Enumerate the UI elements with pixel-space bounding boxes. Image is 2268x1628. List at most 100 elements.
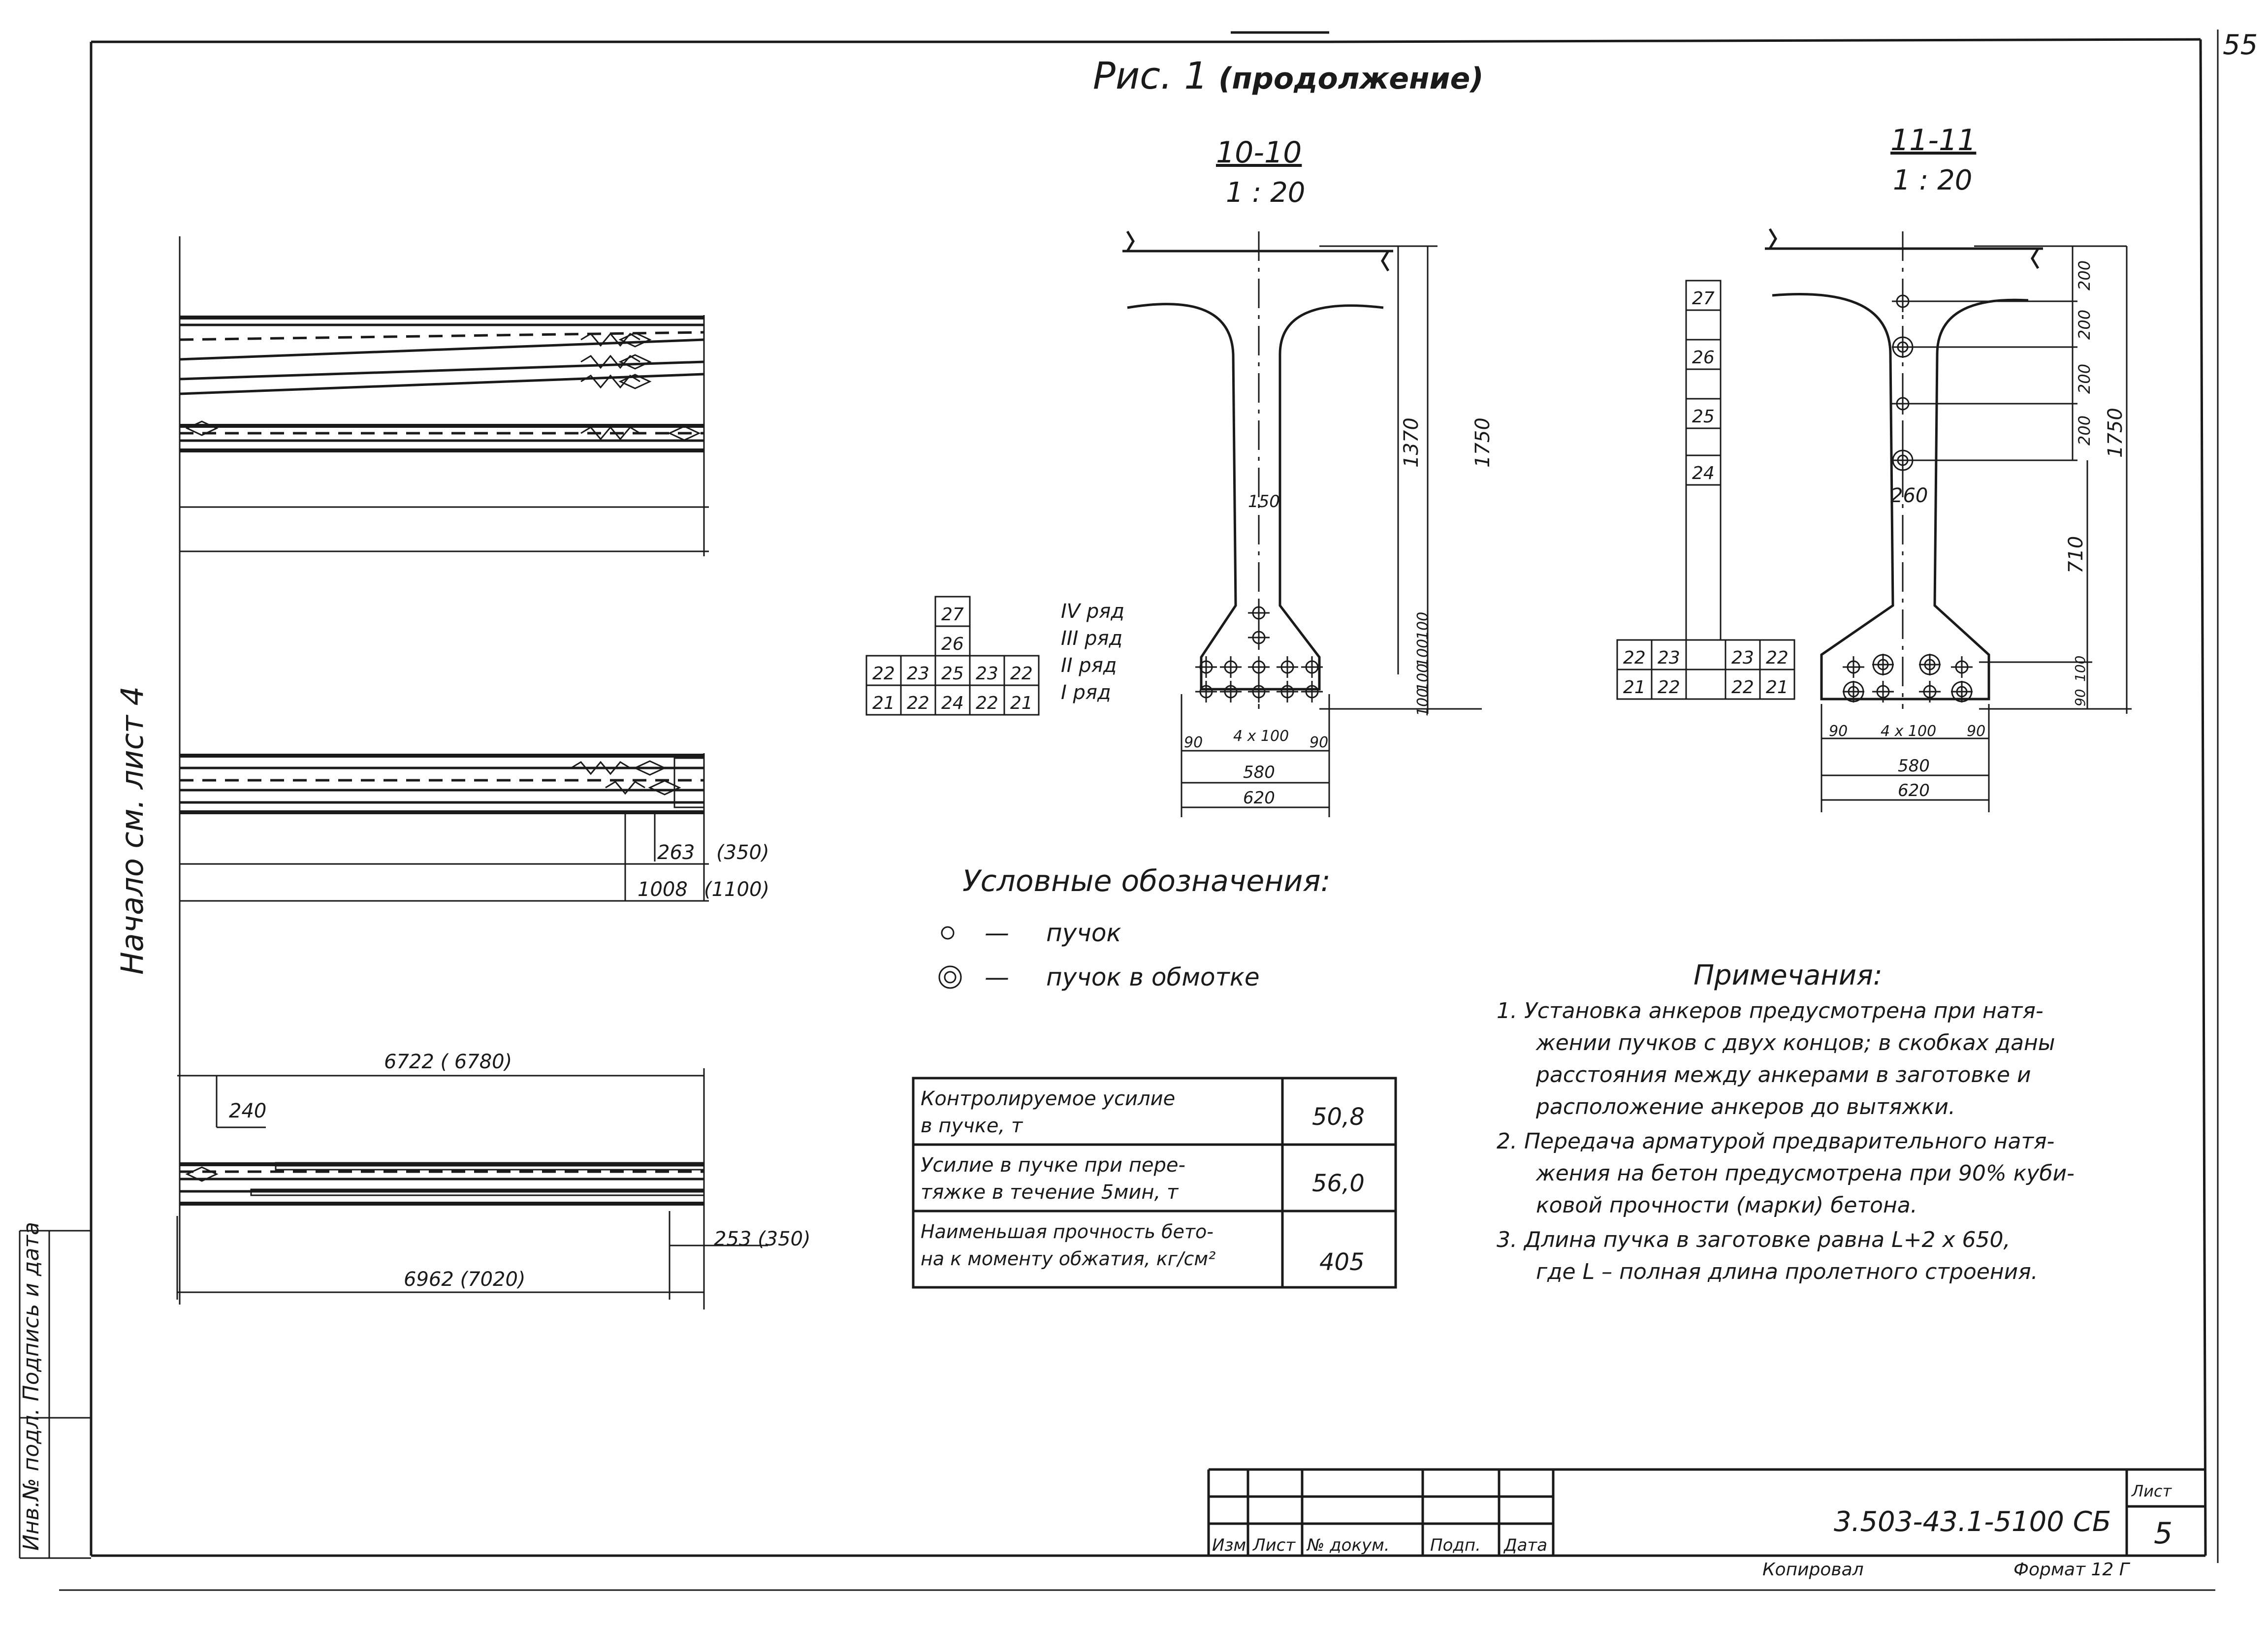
sec-a-side-r: 90 — [1310, 734, 1328, 751]
force-row-1-value: 50,8 — [1312, 1103, 1365, 1131]
elev-mid-dim-1: 263 — [657, 841, 695, 864]
elevation-top — [179, 236, 709, 1305]
force-row-1-label-1: Контролируемое усилие — [921, 1087, 1175, 1110]
wrapped-bundle-marker — [1951, 681, 1973, 702]
grid-b-col-24: 24 — [1692, 463, 1715, 483]
force-row-1-label-2: в пучке, т — [921, 1115, 1023, 1137]
sec-a-side-l: 90 — [1184, 734, 1203, 751]
grid-b-r2-r1: 23 — [1731, 648, 1754, 668]
sec-a-bot-c: 100 — [1414, 664, 1432, 692]
section-b-label: 11-11 — [1890, 123, 1976, 158]
bundle-marker — [1301, 681, 1323, 702]
section-b-profile — [1765, 228, 2132, 714]
row-label-iii: III ряд — [1061, 627, 1122, 650]
sec-b-bot-b: 90 — [2072, 689, 2088, 706]
elev-low-top-dim: 6722 ( 6780) — [384, 1051, 512, 1073]
elev-low-bottom-dim: 6962 (7020) — [404, 1268, 526, 1291]
note-line-9: где L – полная длина пролетного строения… — [1536, 1259, 2038, 1284]
sec-a-w2: 620 — [1243, 788, 1275, 808]
elevation-middle: 263 (350) 1008 (1100) — [180, 753, 769, 902]
grid-b-r2-r2: 22 — [1766, 648, 1789, 668]
sec-b-d4: 200 — [2075, 415, 2094, 446]
stamp-side-label: Инв.№ подл. Подпись и дата — [19, 1222, 44, 1551]
note-line-7: ковой прочности (марки) бетона. — [1536, 1193, 1917, 1218]
sec-b-w2: 620 — [1898, 781, 1930, 800]
sec-a-h-inner: 1370 — [1400, 417, 1423, 468]
sec-b-side-r: 90 — [1967, 723, 1985, 740]
bundle-marker — [1195, 681, 1217, 702]
bundle-marker — [1892, 290, 1914, 312]
notes-title: Примечания: — [1693, 959, 1883, 991]
section-a-bottom-dims — [1181, 694, 1330, 817]
grid-a-r1-c4: 22 — [976, 693, 998, 713]
legend-text-2: пучок в обмотке — [1046, 963, 1260, 991]
grid-a-r3-c3: 26 — [941, 634, 964, 654]
figure-title: Рис. 1 — [1093, 54, 1208, 97]
footer-format: Формат 12 Г — [2013, 1560, 2131, 1580]
sec-a-h-total: 1750 — [1471, 417, 1494, 468]
note-line-3: расстояния между анкерами в заготовке и — [1535, 1062, 2031, 1087]
grid-b-r1-l1: 21 — [1623, 677, 1646, 698]
grid-b-r2-l1: 22 — [1623, 648, 1646, 668]
grid-b-r2-l2: 23 — [1658, 648, 1680, 668]
bundle-marker — [1277, 656, 1298, 678]
wrapped-bundle-marker — [1892, 449, 1914, 471]
circle-icon — [941, 926, 955, 940]
grid-a-r2-c3: 25 — [941, 664, 964, 684]
bundle-marker — [1919, 681, 1941, 702]
elev-low-right-dim: 253 (350) — [714, 1228, 811, 1250]
document-code: 3.503-43.1-5100 СБ — [1834, 1506, 2111, 1538]
grid-a-r1-c5: 21 — [1010, 693, 1033, 713]
sec-a-mid: 4 x 100 — [1233, 728, 1289, 745]
legend-title: Условные обозначения: — [962, 864, 1331, 898]
elev-mid-dim-2b: (1100) — [704, 878, 769, 901]
grid-b-r1-l2: 22 — [1658, 677, 1680, 698]
row-label-ii: II ряд — [1061, 654, 1117, 677]
sec-b-mid-h: 710 — [2065, 536, 2087, 574]
sec-b-d1: 200 — [2075, 260, 2094, 290]
double-circle-icon — [938, 965, 962, 989]
elev-mid-dim-2: 1008 — [638, 878, 688, 901]
bundle-grid-b — [1616, 280, 1795, 700]
force-row-2-value: 56,0 — [1312, 1170, 1365, 1197]
footer-copied: Копировал — [1762, 1560, 1864, 1580]
bundle-marker — [1892, 393, 1914, 415]
sec-a-bot-d: 100 — [1414, 688, 1432, 716]
legend-dash-1: — — [985, 919, 1009, 947]
bundle-marker — [1277, 681, 1298, 702]
bundle-marker — [1843, 656, 1864, 678]
tb-col-date: Дата — [1503, 1535, 1547, 1555]
note-line-2: жении пучков с двух концов; в скобках да… — [1535, 1030, 2055, 1055]
grid-b-col-25: 25 — [1692, 407, 1715, 427]
tb-col-izm: Изм — [1212, 1535, 1246, 1555]
grid-b-r1-r1: 22 — [1731, 677, 1754, 698]
legend-item-wrapped-bundle: — пучок в обмотке — [938, 963, 1260, 991]
bundle-marker — [1248, 656, 1270, 678]
force-row-3-value: 405 — [1319, 1248, 1365, 1276]
note-line-6: жения на бетон предусмотрена при 90% куб… — [1535, 1161, 2075, 1186]
force-row-2-label-1: Усилие в пучке при пере- — [921, 1154, 1185, 1177]
force-row-2-label-2: тяжке в течение 5мин, т — [921, 1181, 1179, 1204]
grid-a-r2-c1: 22 — [872, 664, 895, 684]
sec-a-w1: 580 — [1243, 763, 1275, 782]
grid-b-r1-r2: 21 — [1766, 677, 1789, 698]
bundle-grid-a — [865, 596, 1040, 716]
elev-mid-dim-1b: (350) — [716, 841, 769, 864]
grid-a-r2-c4: 23 — [976, 664, 998, 684]
note-line-1: 1. Установка анкеров предусмотрена при н… — [1497, 998, 2044, 1023]
section-a-label: 10-10 — [1216, 135, 1302, 170]
bundle-marker — [1872, 681, 1894, 702]
grid-a-r1-c3: 24 — [941, 693, 964, 713]
wrapped-bundle-marker — [1892, 336, 1914, 358]
section-a-profile — [1122, 230, 1482, 714]
force-row-3-label-2: на к моменту обжатия, кг/см² — [921, 1248, 1215, 1270]
tb-col-list: Лист — [1252, 1535, 1296, 1555]
elevation-bottom: 6722 ( 6780) 240 253 (350) 6962 (7020) — [176, 1051, 811, 1309]
note-line-4: расположение анкеров до вытяжки. — [1535, 1094, 1955, 1119]
bundle-marker — [1248, 627, 1270, 648]
sheet-frame — [19, 30, 2219, 1591]
force-table — [912, 1077, 1397, 1289]
legend-item-bundle: — пучок — [941, 919, 1121, 947]
sheet-label: Лист — [2131, 1482, 2172, 1500]
wrapped-bundle-marker — [1919, 654, 1941, 675]
